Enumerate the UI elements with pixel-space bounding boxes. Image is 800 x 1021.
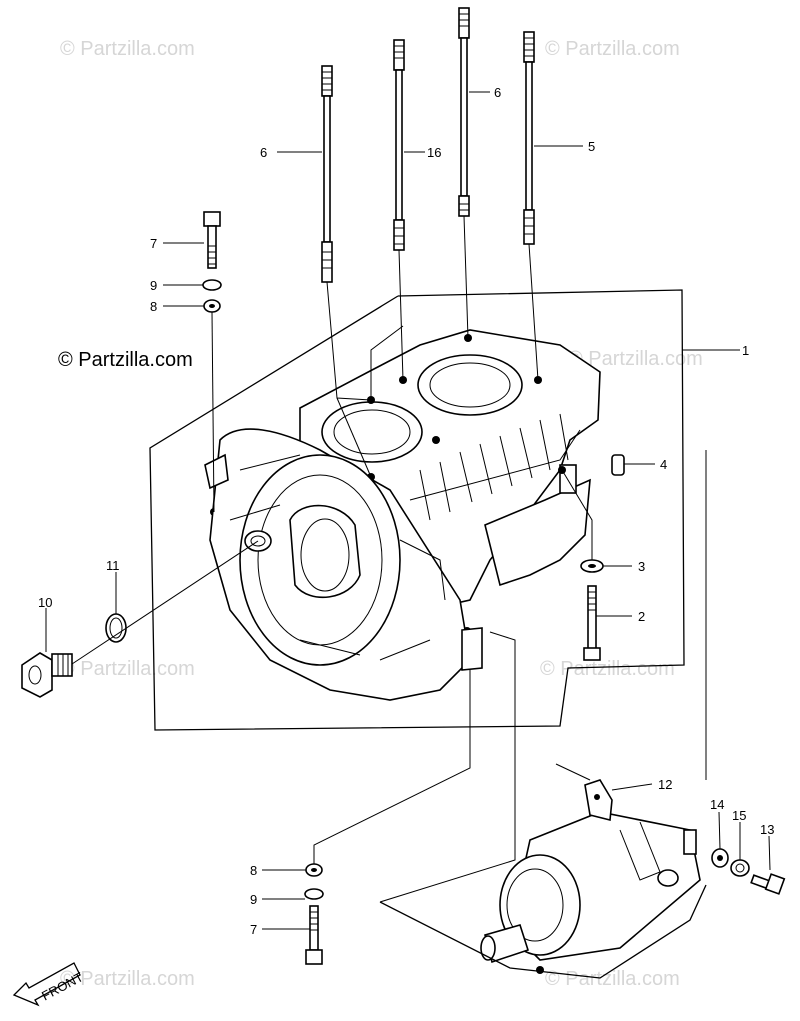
callout-11: 11	[106, 558, 120, 573]
crankcase	[204, 329, 601, 701]
drain-plug-10	[21, 652, 73, 698]
watermark-mid-right-2: © Partzilla.com	[540, 658, 675, 680]
watermark-mid-left: © Partzilla.com	[60, 658, 195, 680]
dowel-pin-4	[611, 454, 625, 476]
callout-7-bottom: 7	[250, 922, 257, 937]
assembly-outline	[149, 289, 685, 731]
callout-12: 12	[658, 777, 672, 792]
callout-16: 16	[427, 145, 441, 160]
guide-stud-16-2	[370, 325, 404, 400]
watermark-bottom-right: © Partzilla.com	[545, 968, 680, 990]
callout-14: 14	[710, 797, 724, 812]
bolt-13	[750, 873, 786, 895]
guide-bolt-7-top	[211, 311, 215, 513]
guide-starter-top	[379, 631, 516, 903]
washer-15	[730, 859, 750, 877]
watermark-bottom-left: © Partzilla.com	[60, 968, 195, 990]
callout-1: 1	[742, 343, 749, 358]
washer-9-bottom	[304, 888, 324, 900]
callout-8-bottom: 8	[250, 863, 257, 878]
watermark-mid-right: © Partzilla.com	[568, 348, 703, 370]
callout-7-top: 7	[150, 236, 157, 251]
watermark-top-left: © Partzilla.com	[60, 38, 195, 60]
guide-stud-16	[398, 249, 404, 381]
callout-4: 4	[660, 457, 667, 472]
guide-starter-right	[555, 763, 591, 781]
washer-9-top	[202, 279, 222, 291]
stud-6-left	[321, 65, 333, 283]
starter-motor	[480, 779, 701, 974]
watermark-main: © Partzilla.com	[58, 349, 193, 371]
guide-stud-6-left-2	[336, 397, 372, 478]
guide-drain-plug	[71, 540, 259, 665]
bolt-7-bottom	[305, 905, 323, 965]
starter-outline	[379, 884, 707, 979]
callout-8-top: 8	[150, 299, 157, 314]
callout-6-left: 6	[260, 145, 267, 160]
callout-5: 5	[588, 139, 595, 154]
callout-13: 13	[760, 822, 774, 837]
bolt-7-top	[203, 211, 221, 269]
guide-bolt-7-bottom	[313, 670, 471, 864]
guide-stud-5	[528, 243, 539, 381]
callout-10: 10	[38, 595, 52, 610]
stud-16	[393, 39, 405, 251]
bolt-2	[583, 585, 601, 661]
guide-bolt-2	[561, 469, 593, 560]
callout-9-top: 9	[150, 278, 157, 293]
callout-2: 2	[638, 609, 645, 624]
callout-15: 15	[732, 808, 746, 823]
stud-5	[523, 31, 535, 245]
callout-6-right: 6	[494, 85, 501, 100]
callout-9-bottom: 9	[250, 892, 257, 907]
callout-3: 3	[638, 559, 645, 574]
watermark-top-right: © Partzilla.com	[545, 38, 680, 60]
guide-stud-6-right	[463, 215, 469, 339]
stud-6-right	[458, 7, 470, 217]
